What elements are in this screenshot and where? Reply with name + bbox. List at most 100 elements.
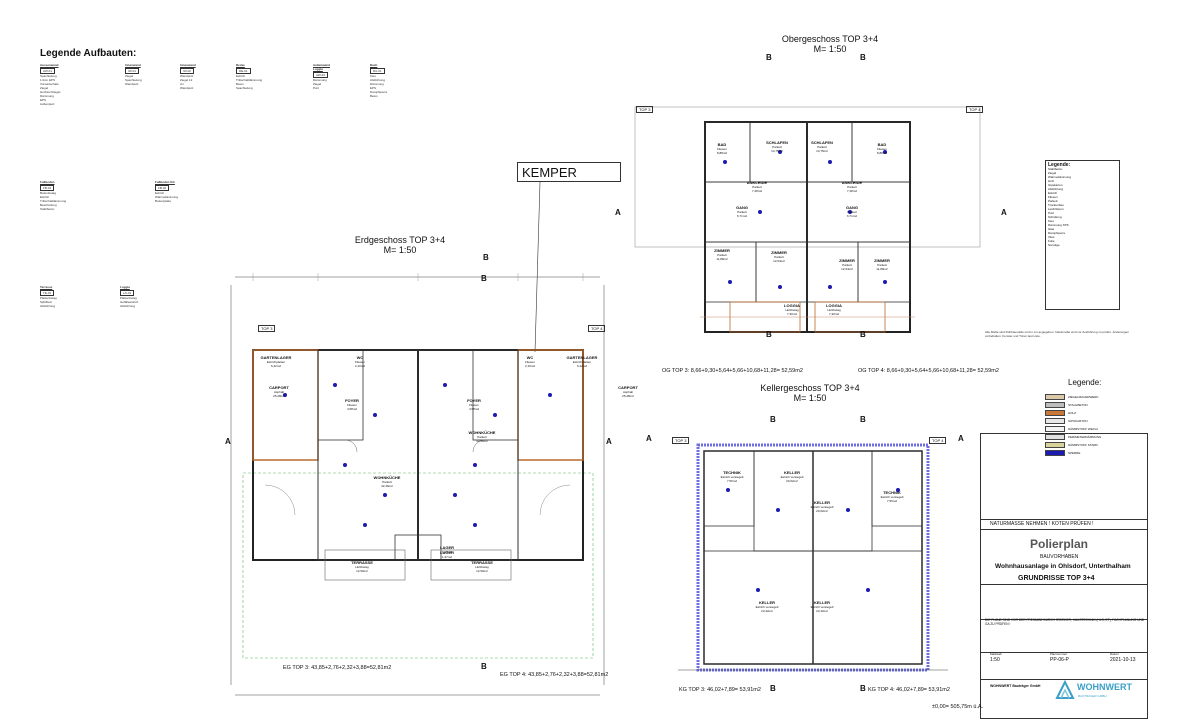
cut-b-og-bottom-left: B — [766, 330, 772, 339]
legend-block-line: Abdichtung — [40, 304, 56, 308]
room-finish: Parkett — [737, 210, 747, 214]
room-finish: Estrich versiegelt — [720, 475, 744, 479]
side-legend-item: Dämmung XPS — [1048, 223, 1069, 227]
cut-b-og-top-right: B — [860, 53, 866, 62]
room-area: 4,58m2 — [346, 407, 357, 411]
legend-block-line: Abdichtung — [370, 78, 386, 82]
material-swatch — [1045, 434, 1065, 441]
room-finish: Holzbelag — [785, 308, 799, 312]
side-legend-item: Wärmedämmung — [1048, 175, 1072, 179]
room-name: LAGER — [440, 550, 454, 555]
material-label: DÄMMSTOFF STARR — [1068, 443, 1098, 447]
legend-block-line: Dämmung — [313, 78, 327, 82]
kg-top-left: TOP 3 — [672, 437, 690, 444]
room-name: TERRASSE — [351, 560, 373, 565]
legend-block-line: Ziegel — [125, 74, 134, 78]
room-area: 14,75m2 — [771, 149, 783, 153]
material-legend-row: HOLZ — [1045, 409, 1101, 417]
room-area: 2,10m2 — [524, 364, 535, 368]
room-name: ZIMMER — [839, 258, 855, 263]
legend-block-code: DA-01 — [370, 68, 385, 74]
legend-title: Legende Aufbauten: — [40, 48, 137, 59]
og-area-right: OG TOP 4: 8,66+9,30+5,64+5,66+10,68+11,2… — [858, 368, 999, 374]
kg-title: Kellergeschoss TOP 3+4 M= 1:50 — [740, 383, 880, 403]
room-area: 2,10m2 — [354, 364, 365, 368]
legend-block-line: Plattenbelag — [40, 296, 57, 300]
room-area: 23,42m2 — [816, 609, 828, 613]
room-area: 14,75m2 — [816, 149, 828, 153]
room-area: 6,71m2 — [736, 214, 747, 218]
room-area: 7,56m2 — [886, 499, 897, 503]
kg-title-text: Kellergeschoss TOP 3+4 — [760, 383, 860, 393]
legend-block-line: Dämmung EPS — [40, 94, 54, 102]
legend-block-code: DE-01 — [236, 68, 251, 74]
room-name: KELLER — [814, 600, 830, 605]
sheet-title: GRUNDRISSE TOP 3+4 — [1018, 575, 1095, 582]
legend-block-line: Plattenbelag — [120, 296, 137, 300]
room-name: SCHLAFEN — [766, 140, 788, 145]
og-title: Obergeschoss TOP 3+4 M= 1:50 — [760, 34, 900, 54]
legend-block-line: Putz — [313, 86, 320, 90]
room-name: WOHNKÜCHE — [468, 430, 496, 435]
room-finish: Estrich versiegelt — [810, 505, 834, 509]
room-finish: Parkett — [774, 255, 784, 259]
room-area: 23,42m2 — [761, 609, 773, 613]
material-label: STAHLBETON — [1068, 403, 1088, 407]
room-finish: Fliesen — [717, 147, 727, 151]
room-finish: Asphalt — [273, 390, 284, 394]
side-legend-item: Estrich — [1048, 191, 1058, 195]
room-finish: Fliesen — [877, 147, 887, 151]
legend-block-line: Kies — [370, 74, 376, 78]
legend-block-line: Wärmedämmung — [155, 195, 179, 199]
side-legend-item: Trockenbau — [1048, 203, 1064, 207]
scale-label: Maßstab — [990, 652, 1002, 656]
legend-block-line: Wandputz — [180, 74, 194, 78]
room-area: 25,28m2 — [622, 394, 634, 398]
cut-b-kg-bottom-left: B — [770, 684, 776, 693]
room-name: GANG — [846, 205, 858, 210]
side-legend-item: Kies — [1048, 219, 1054, 223]
room-area: 1,37m2 — [441, 555, 452, 559]
legend-block-title: Terrasse — [40, 285, 53, 289]
side-legend-item: Schüttung — [1048, 215, 1062, 219]
room-name: WC — [526, 355, 534, 360]
eg-top-right: TOP 4 — [588, 325, 606, 332]
room-area: 42,46m2 — [381, 484, 393, 488]
room-area: 8,88m2 — [876, 151, 887, 155]
material-legend-row: PERIMETERDÄMMUNG — [1045, 433, 1101, 441]
room-finish: Asphalt — [622, 390, 633, 394]
material-swatch — [1045, 402, 1065, 409]
legend-block-title: Innenwand — [125, 63, 141, 67]
side-legend-item: Ziegel — [1048, 171, 1057, 175]
kemper-label: KEMPER — [517, 162, 621, 182]
room-finish: Estrich versiegelt — [880, 495, 904, 499]
room-name: BAD — [877, 142, 887, 147]
room-area: 12,04m2 — [841, 267, 853, 271]
room-finish: Parkett — [717, 253, 727, 257]
material-legend-row: STAHLBETON — [1045, 401, 1101, 409]
room-name: CARPORT — [269, 385, 289, 390]
legend-block-code: AW-02 — [313, 72, 329, 78]
eg-floor-plan — [230, 273, 605, 696]
side-legend-item: Putz — [1048, 211, 1055, 215]
legend-block-line: Estrich — [40, 195, 50, 199]
room-finish: Parkett — [817, 145, 827, 149]
project-label: BAUVORHABEN — [1040, 554, 1079, 560]
room-name: FOYER — [345, 398, 359, 403]
material-label: HOLZ — [1068, 411, 1077, 415]
eg-title: Erdgeschoss TOP 3+4 M= 1:50 — [330, 235, 470, 255]
room-name: LAGER — [440, 545, 454, 550]
room-area: 7,56m2 — [726, 479, 737, 483]
